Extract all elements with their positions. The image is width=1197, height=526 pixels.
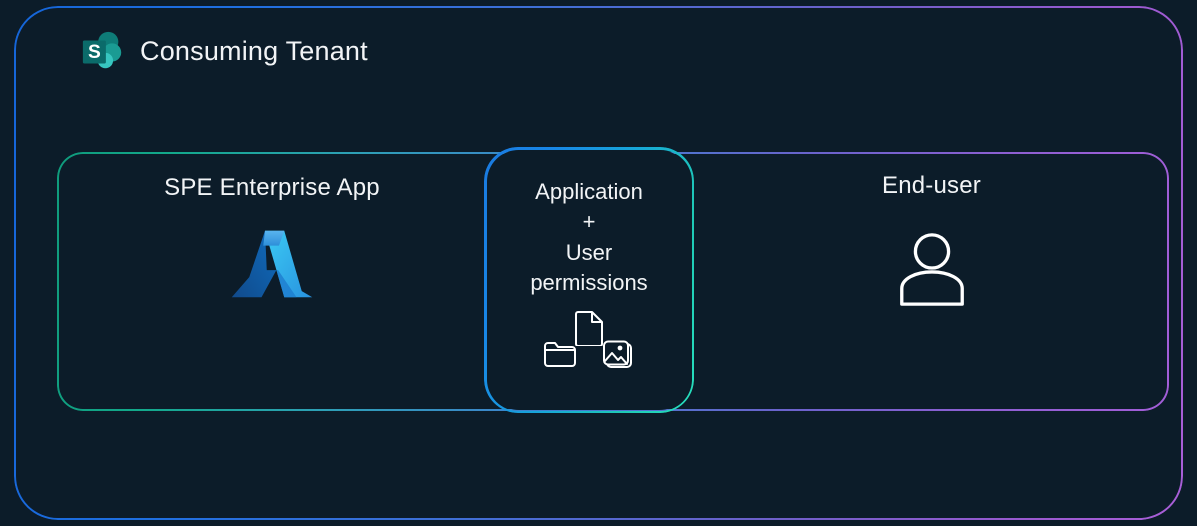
svg-text:S: S — [88, 42, 101, 63]
panel-end-user-label: End-user — [882, 172, 981, 199]
azure-logo-icon — [230, 202, 314, 302]
file-type-icons — [529, 310, 649, 380]
panel-application-label: Application + User permissions — [530, 179, 648, 296]
panel-application-border — [484, 147, 694, 413]
panel-end-user: End-user — [694, 152, 1169, 411]
person-icon — [893, 200, 971, 308]
panel-spe-label: SPE Enterprise App — [164, 174, 380, 201]
tenant-header: S Consuming Tenant — [80, 28, 368, 74]
panel-spe-enterprise-app: SPE Enterprise App — [57, 152, 487, 411]
panel-application-user-permissions: Application + User permissions — [484, 147, 694, 413]
sharepoint-logo-icon: S — [80, 28, 126, 74]
page-title: Consuming Tenant — [140, 35, 368, 66]
